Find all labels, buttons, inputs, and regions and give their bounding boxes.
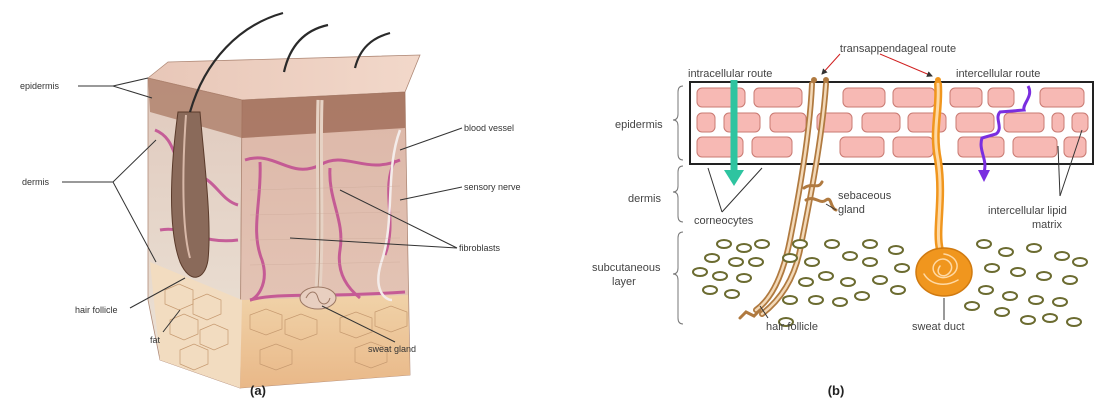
label-sebaceous-line2: gland (838, 204, 865, 216)
label-sweat-gland-a: sweat gland (368, 344, 416, 354)
subcutaneous-fat-cells (693, 240, 1087, 326)
label-lipid-matrix-line2: matrix (1032, 219, 1062, 231)
caption-b: (b) (828, 383, 845, 398)
label-fibroblasts: fibroblasts (459, 243, 501, 253)
skin-block-illustration (148, 13, 420, 388)
label-fat: fat (150, 335, 161, 345)
label-hair-follicle-a: hair follicle (75, 305, 118, 315)
label-transappendageal-route: transappendageal route (840, 43, 956, 55)
label-intracellular-route: intracellular route (688, 68, 772, 80)
label-sweat-duct: sweat duct (912, 321, 965, 333)
label-subcutaneous-line1: subcutaneous (592, 262, 661, 274)
label-sebaceous-line1: sebaceous (838, 190, 892, 202)
label-dermis-b: dermis (628, 193, 662, 205)
label-epidermis-a: epidermis (20, 81, 60, 91)
label-lipid-matrix-line1: intercellular lipid (988, 205, 1067, 217)
label-intercellular-route: intercellular route (956, 68, 1040, 80)
layer-braces (673, 86, 683, 324)
caption-a: (a) (250, 383, 266, 398)
label-dermis-a: dermis (22, 177, 50, 187)
label-corneocytes: corneocytes (694, 215, 754, 227)
label-sensory-nerve: sensory nerve (464, 182, 521, 192)
label-blood-vessel: blood vessel (464, 123, 514, 133)
label-subcutaneous-line2: layer (612, 276, 636, 288)
label-hair-follicle-b: hair follicle (766, 321, 818, 333)
label-epidermis-b: epidermis (615, 119, 663, 131)
